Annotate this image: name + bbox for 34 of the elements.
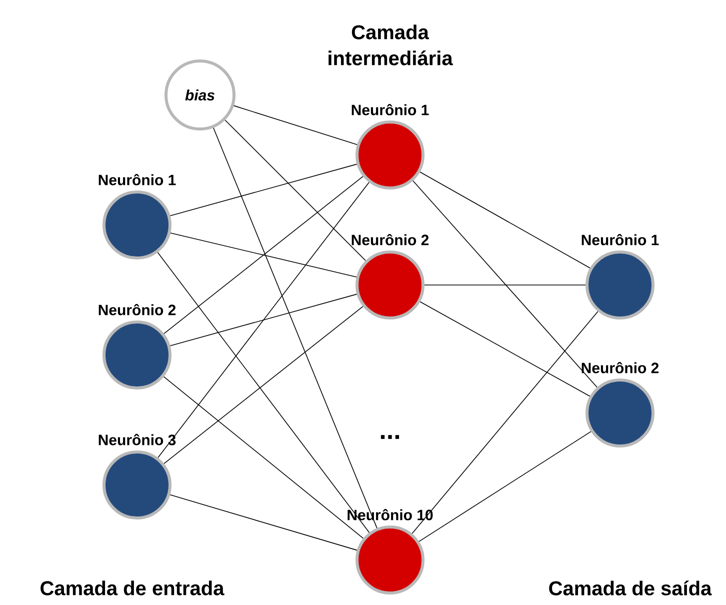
node-label: Neurônio 1 xyxy=(352,104,429,116)
connection-line xyxy=(418,431,592,542)
connection-line xyxy=(233,105,358,146)
node-label: Neurônio 2 xyxy=(352,234,429,246)
neuron: Neurônio 2 xyxy=(98,304,176,390)
connection-line xyxy=(412,311,598,534)
ellipsis: ... xyxy=(380,435,400,439)
node-label: Neurônio 1 xyxy=(98,174,176,186)
connection-line xyxy=(412,180,598,388)
node-label: Neurônio 2 xyxy=(98,304,176,316)
connection-line xyxy=(170,232,357,278)
connection-line xyxy=(170,494,358,551)
connection-line xyxy=(164,306,364,464)
neuron: Neurônio 1 xyxy=(582,234,659,320)
connection-line xyxy=(213,127,378,528)
neuron: Neurônio 2 xyxy=(582,362,659,448)
connection-line xyxy=(170,164,358,216)
connection-line xyxy=(420,172,590,268)
connection-line xyxy=(224,120,366,261)
node-label: Neurônio 1 xyxy=(582,234,659,246)
layer-title: Camada de saída xyxy=(549,580,712,596)
connection-line xyxy=(170,294,358,346)
connection-line xyxy=(158,182,370,458)
connection-line xyxy=(157,252,370,533)
neuron: Neurônio 1 xyxy=(98,174,176,260)
node-label: Neurônio 2 xyxy=(582,362,659,374)
neuron: Neurônio 2 xyxy=(352,234,429,320)
neuron: Neurônio 1 xyxy=(352,104,429,190)
connection-line xyxy=(164,176,364,334)
layer-title: Camada intermediária xyxy=(328,24,453,66)
connection-line xyxy=(420,301,590,397)
connection-line xyxy=(163,376,364,539)
connection-line xyxy=(424,284,586,286)
layer-title: Camada de entrada xyxy=(40,580,224,596)
